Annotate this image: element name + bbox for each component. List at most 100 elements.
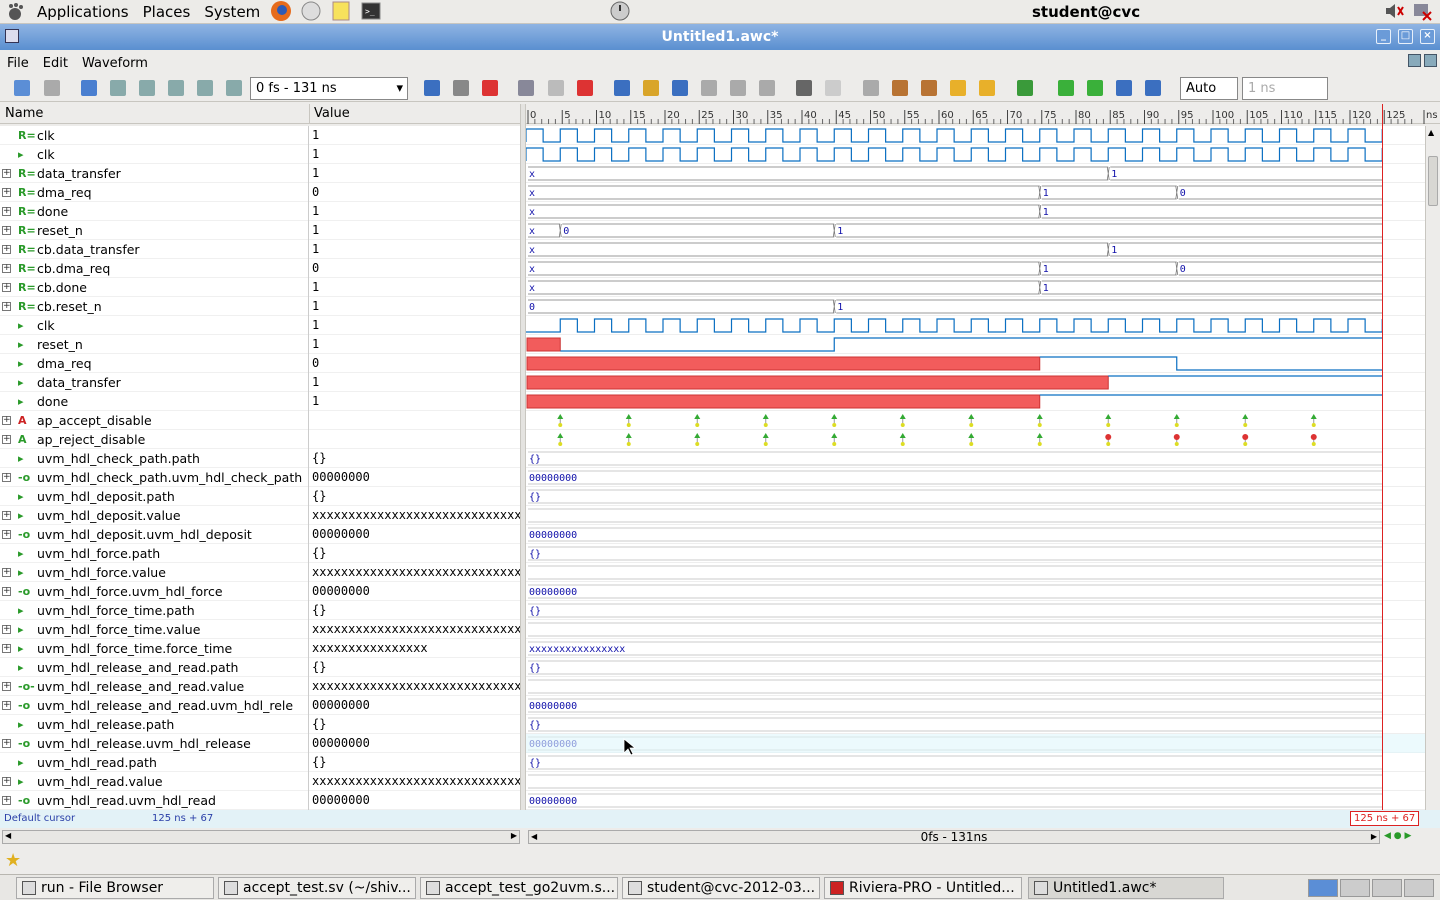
expand-toggle-icon[interactable]: + — [2, 738, 11, 748]
signal-value[interactable]: 00000000 — [309, 525, 520, 544]
edge-prev-icon[interactable] — [701, 80, 717, 96]
signal-row[interactable]: +R=cb.done — [0, 278, 308, 297]
signal-value[interactable]: 00000000 — [309, 734, 520, 753]
add-cursor-icon[interactable] — [424, 80, 440, 96]
network-disconnected-icon[interactable] — [1411, 0, 1435, 24]
scroll-right-arrow-icon[interactable]: ▶ — [510, 831, 517, 840]
zoom-in-icon[interactable] — [110, 80, 126, 96]
expand-toggle-icon[interactable]: + — [2, 586, 11, 596]
compare-icon[interactable] — [921, 80, 937, 96]
signal-value[interactable]: xxxxxxxxxxxxxxxxxxxxxxxxxxxxxxx — [309, 677, 520, 696]
system-menu[interactable]: System — [204, 2, 261, 21]
delete-cursor-icon[interactable] — [482, 80, 498, 96]
highlight-icon[interactable] — [643, 80, 659, 96]
step-icon[interactable] — [1145, 80, 1161, 96]
signal-value[interactable]: {} — [309, 544, 520, 563]
signal-value[interactable]: xxxxxxxxxxxxxxxx — [309, 639, 520, 658]
user-name[interactable]: student@cvc — [1032, 2, 1141, 21]
wave-hscroll[interactable]: ◀ 0fs - 131ns ▶ — [528, 830, 1380, 844]
scroll-left-arrow-icon[interactable]: ◀ — [5, 831, 12, 840]
notes-icon[interactable] — [330, 0, 354, 24]
signal-row[interactable]: +▸uvm_hdl_read.value — [0, 772, 308, 791]
signal-row[interactable]: ▸uvm_hdl_read.path — [0, 753, 308, 772]
vertical-scroll-thumb[interactable] — [1428, 156, 1438, 206]
signal-value[interactable]: {} — [309, 753, 520, 772]
window-titlebar[interactable]: Untitled1.awc* _ □ × — [0, 24, 1440, 50]
maximize-button[interactable]: □ — [1398, 29, 1413, 44]
signal-value[interactable]: {} — [309, 658, 520, 677]
snap-icon[interactable] — [548, 80, 564, 96]
zoom-cursor-icon[interactable] — [226, 80, 242, 96]
signal-row[interactable]: +▸uvm_hdl_deposit.value — [0, 506, 308, 525]
name-column-header[interactable]: Name — [5, 106, 44, 121]
signal-value[interactable]: 0 — [309, 259, 520, 278]
signal-value[interactable]: 0 — [309, 183, 520, 202]
signal-value[interactable]: 1 — [309, 392, 520, 411]
vertical-scrollbar[interactable]: ▲ ▼ — [1425, 126, 1440, 827]
zoom-out-icon[interactable] — [139, 80, 155, 96]
expand-toggle-icon[interactable]: + — [2, 168, 11, 178]
signal-row[interactable]: +▸uvm_hdl_force_time.force_time — [0, 639, 308, 658]
signal-value[interactable]: 1 — [309, 278, 520, 297]
signal-value[interactable]: 1 — [309, 221, 520, 240]
signal-row[interactable]: ▸reset_n — [0, 335, 308, 354]
name-hscroll[interactable]: ◀ ▶ — [2, 830, 520, 844]
expand-toggle-icon[interactable]: + — [2, 301, 11, 311]
forward-arrow-icon[interactable] — [1087, 80, 1103, 96]
zoom-fit-icon[interactable] — [168, 80, 184, 96]
taskbar-item[interactable]: accept_test_go2uvm.s... — [420, 877, 618, 899]
signal-row[interactable]: ▸uvm_hdl_release.path — [0, 715, 308, 734]
signal-value[interactable]: xxxxxxxxxxxxxxxxxxxxxxxxxxxxxxx — [309, 772, 520, 791]
signal-row[interactable]: +-o-uvm_hdl_release_and_read.value — [0, 677, 308, 696]
signal-value[interactable]: 1 — [309, 145, 520, 164]
expand-toggle-icon[interactable]: + — [2, 681, 11, 691]
expand-toggle-icon[interactable]: + — [2, 263, 11, 273]
expand-toggle-icon[interactable]: + — [2, 206, 11, 216]
tile-icon[interactable] — [1408, 54, 1421, 67]
list-icon[interactable] — [863, 80, 879, 96]
wave-scroll-left-arrow-icon[interactable]: ◀ — [531, 832, 538, 841]
undock-icon[interactable] — [1424, 54, 1437, 67]
signal-value[interactable]: 1 — [309, 164, 520, 183]
signal-value[interactable]: 00000000 — [309, 582, 520, 601]
taskbar-item[interactable]: run - File Browser — [16, 877, 214, 899]
signal-value[interactable]: 1 — [309, 240, 520, 259]
find-icon[interactable] — [796, 80, 812, 96]
add-signal-icon[interactable] — [14, 80, 30, 96]
sync-icon[interactable] — [1017, 80, 1033, 96]
eraser-icon[interactable] — [950, 80, 966, 96]
signal-row[interactable]: ▸dma_req — [0, 354, 308, 373]
scroll-nav-icons[interactable]: ◀ ● ▶ — [1384, 831, 1412, 841]
menu-file[interactable]: File — [7, 55, 29, 71]
signal-value[interactable] — [309, 430, 520, 449]
taskbar-item[interactable]: Untitled1.awc* — [1028, 877, 1224, 899]
zoom-range-icon[interactable] — [197, 80, 213, 96]
signal-value[interactable]: 1 — [309, 126, 520, 145]
taskbar-item[interactable]: Riviera-PRO - Untitled... — [824, 877, 1022, 899]
pencil-icon[interactable] — [979, 80, 995, 96]
marker-icon[interactable] — [614, 80, 630, 96]
signal-value[interactable]: 1 — [309, 297, 520, 316]
signal-value[interactable] — [309, 411, 520, 430]
terminal-icon[interactable]: >_ — [360, 0, 384, 24]
run-icon[interactable] — [1116, 80, 1132, 96]
signal-value[interactable]: xxxxxxxxxxxxxxxxxxxxxxxxxxxxxxx — [309, 563, 520, 582]
expand-toggle-icon[interactable]: + — [2, 643, 11, 653]
zoom-mode-spin[interactable]: Auto — [1180, 77, 1238, 100]
applications-menu[interactable]: Applications — [37, 2, 129, 21]
signal-value[interactable]: xxxxxxxxxxxxxxxxxxxxxxxxxxxxxxx — [309, 620, 520, 639]
signal-row[interactable]: ▸clk — [0, 316, 308, 335]
taskbar-item[interactable]: student@cvc-2012-03... — [622, 877, 820, 899]
signal-row[interactable]: +R=reset_n — [0, 221, 308, 240]
star-icon[interactable]: ★ — [5, 850, 22, 871]
next-cursor-icon[interactable] — [453, 80, 469, 96]
wave-scroll-right-arrow-icon[interactable]: ▶ — [1370, 832, 1377, 841]
signal-row[interactable]: ▸uvm_hdl_force_time.path — [0, 601, 308, 620]
expand-toggle-icon[interactable]: + — [2, 187, 11, 197]
